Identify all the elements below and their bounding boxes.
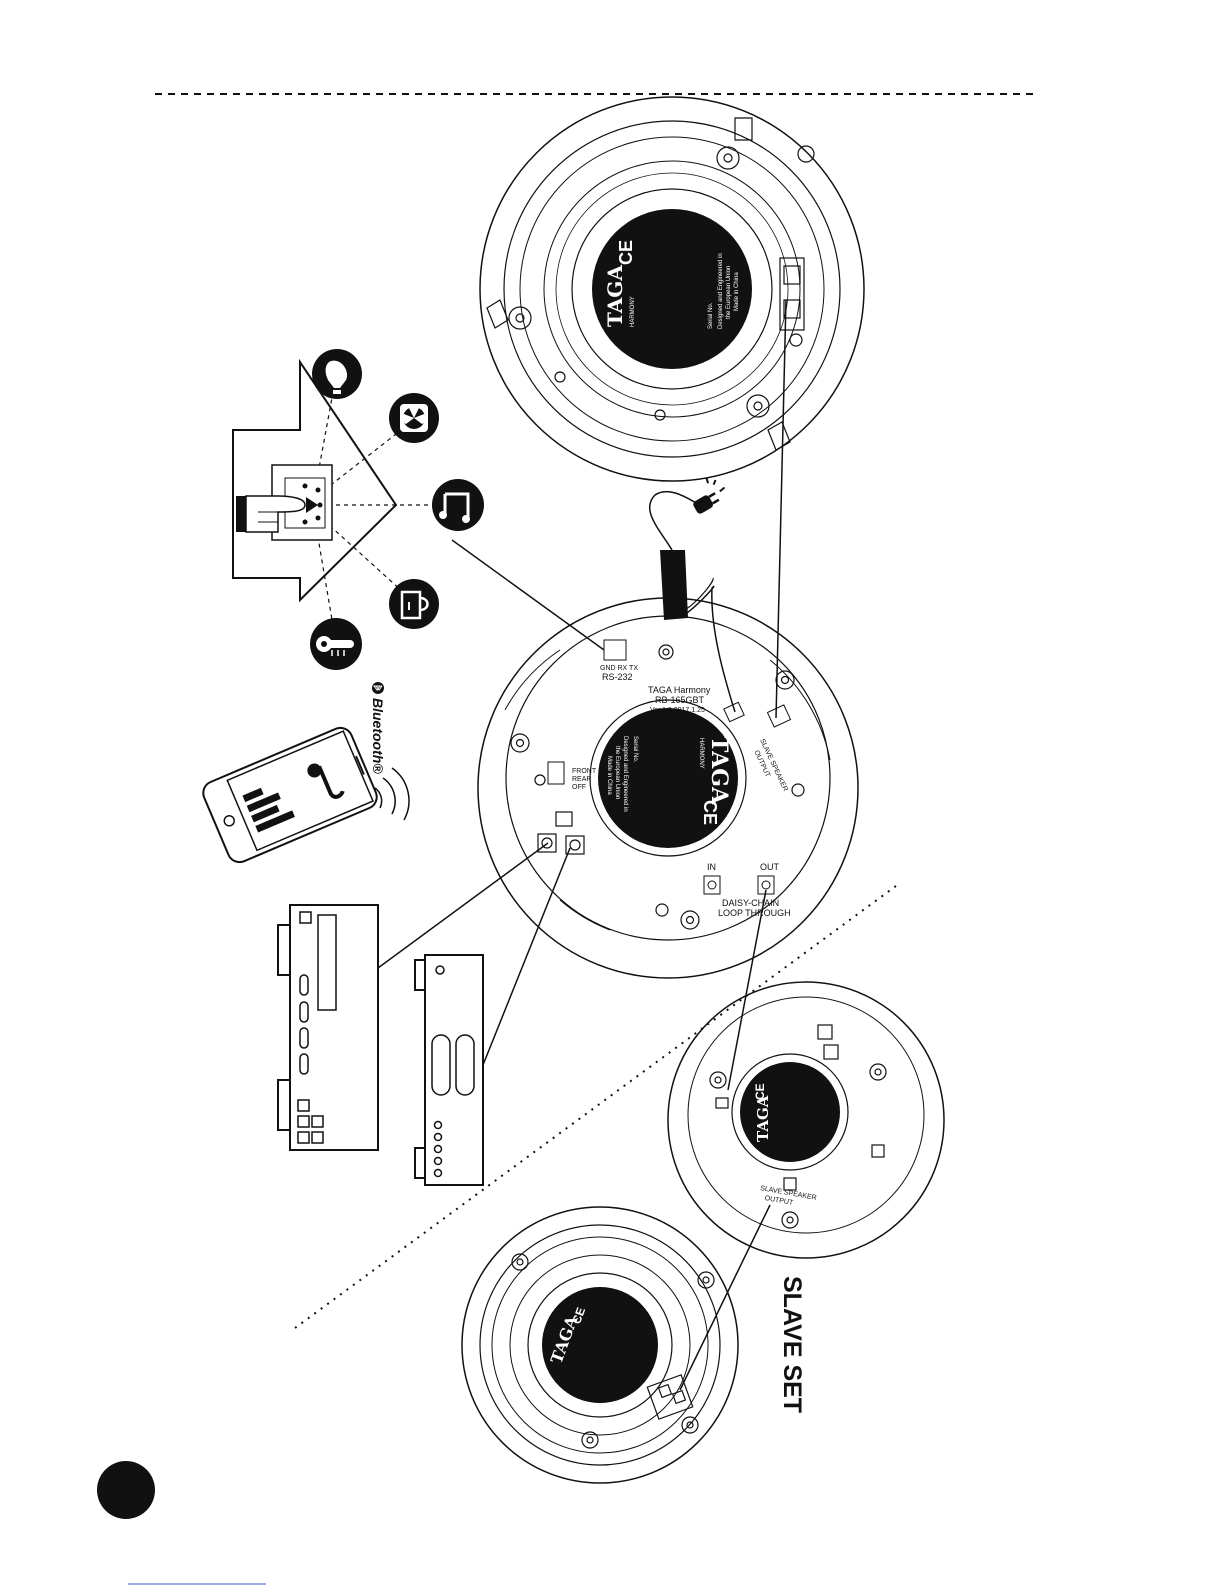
rs232-port: GND RX TX RS-232 (600, 639, 638, 682)
power-adapter (648, 477, 736, 713)
slave-set-label: SLAVE SET (778, 1276, 806, 1413)
smartphone (202, 726, 410, 864)
daisy-chain-ports: IN OUT DAISY-CHAIN LOOP THROUGH (703, 862, 791, 918)
slave-set-divider (294, 882, 901, 1329)
daisy-chain-label: DAISY-CHAIN (722, 898, 779, 908)
svg-text:RS-232: RS-232 (602, 672, 633, 682)
svg-text:CE: CE (753, 1083, 767, 1100)
thermometer-icon (310, 618, 362, 670)
slave-amplifier: SLAVE SPEAKER OUTPUT TAGA CE (667, 981, 945, 1259)
mode-switch: FRONT REAR OFF (547, 761, 597, 791)
plug-icon (693, 477, 726, 514)
svg-text:Made in China: Made in China (734, 272, 740, 311)
magnet-label-slave (542, 1287, 658, 1403)
svg-text:REAR: REAR (572, 776, 591, 783)
phone-music-icon (307, 763, 345, 799)
wire-daisy-chain (727, 889, 767, 1091)
model-name: TAGA Harmony (648, 685, 711, 695)
cd-player (414, 954, 484, 1186)
svg-text:Designed and Engineered in: Designed and Engineered in (718, 253, 724, 329)
home-automation (232, 349, 484, 670)
wire-av-receiver (377, 842, 549, 969)
wire-slave-speaker (679, 1204, 771, 1391)
magnet-label-slave-amp (740, 1062, 840, 1162)
equalizer-icon (242, 787, 295, 833)
hand-icon (236, 495, 306, 533)
magnet-label-master (598, 708, 738, 848)
magnet-label-top (592, 209, 752, 369)
svg-text:OUT: OUT (760, 862, 780, 872)
wire-top-speaker (775, 299, 787, 719)
svg-text:HARMONY: HARMONY (698, 738, 704, 769)
svg-text:GND RX TX: GND RX TX (600, 665, 638, 672)
svg-text:the European Union: the European Union (614, 746, 620, 799)
svg-text:Serial No.: Serial No. (632, 736, 638, 763)
svg-text:TAGA: TAGA (754, 1095, 772, 1142)
bluetooth-icon (372, 682, 384, 694)
speaker-terminal-top (779, 257, 805, 331)
wire-cd-player (482, 847, 571, 1066)
svg-text:Bluetooth®: Bluetooth® (370, 698, 386, 774)
brand-logo-top: TAGA (603, 265, 627, 327)
wire-rs232 (451, 539, 605, 651)
svg-text:CE: CE (700, 800, 720, 825)
loop-through-label: LOOP THROUGH (718, 908, 791, 918)
slave-speaker: TAGA CE (461, 1206, 739, 1484)
version-label: Ver.1.0 2017.1.25 (650, 707, 705, 714)
page-marker (97, 1461, 155, 1519)
svg-text:the European Union: the European Union (726, 266, 732, 319)
bluetooth-label: Bluetooth® (370, 682, 386, 774)
svg-text:Made in China: Made in China (606, 756, 612, 795)
passive-speaker-top: TAGA HARMONY Serial No. Designed and Eng… (479, 96, 865, 482)
svg-text:FRONT: FRONT (572, 768, 597, 775)
svg-text:OFF: OFF (572, 784, 586, 791)
light-bulb-icon (312, 349, 362, 399)
model-number: RB-165GBT (655, 695, 705, 705)
svg-text:CE: CE (569, 1305, 588, 1325)
svg-text:IN: IN (707, 862, 716, 872)
rca-inputs (537, 811, 585, 855)
brand-logo-master: TAGA (706, 736, 732, 805)
svg-text:CE: CE (616, 240, 636, 265)
music-note-icon (432, 479, 484, 531)
fan-icon (389, 393, 439, 443)
master-speaker: GND RX TX RS-232 TAGA Harmony RB-165GBT … (477, 597, 859, 979)
coffee-mug-icon (389, 579, 439, 629)
svg-text:Serial No.: Serial No. (708, 302, 714, 329)
svg-text:HARMONY: HARMONY (630, 296, 636, 327)
speaker-terminal-slave (646, 1374, 694, 1420)
av-receiver (277, 904, 379, 1151)
svg-text:Designed and Engineered in: Designed and Engineered in (622, 736, 628, 812)
